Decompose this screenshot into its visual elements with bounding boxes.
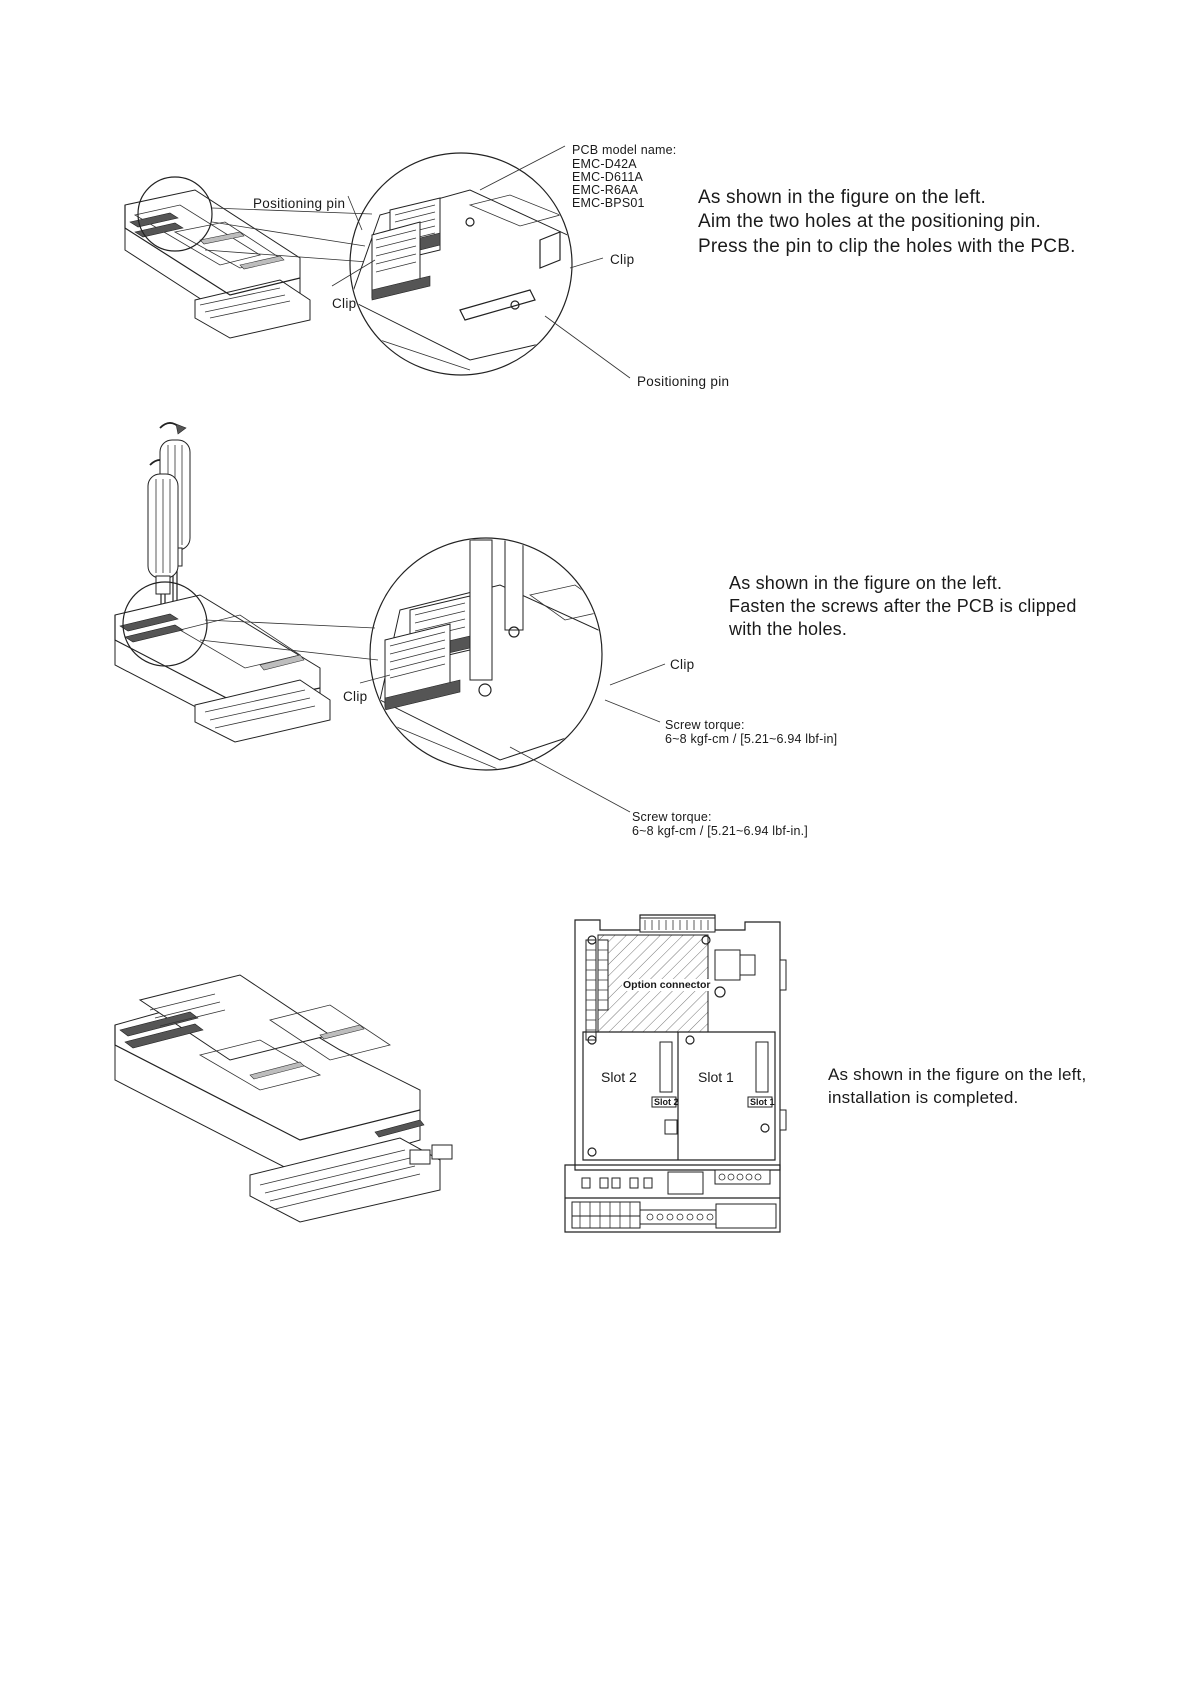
torque-inner-title: Screw torque: [665, 718, 745, 732]
screwdriver-icon-2 [147, 473, 179, 640]
torque-outer-title: Screw torque: [632, 810, 712, 824]
section2-label-clip-left: Clip [343, 689, 368, 704]
section3-instruction-2: installation is completed. [828, 1088, 1019, 1107]
section1-instruction-1: As shown in the figure on the left. [698, 187, 986, 208]
slot2-label: Slot 2 [601, 1069, 637, 1085]
section1-instruction-3: Press the pin to clip the holes with the… [698, 236, 1076, 257]
section3-instruction-1: As shown in the figure on the left, [828, 1065, 1087, 1084]
section2-instruction-3: with the holes. [729, 619, 848, 639]
section1-small-board [124, 176, 311, 339]
section1-magnified-circle [349, 152, 573, 376]
torque-inner-value: 6~8 kgf-cm / [5.21~6.94 lbf-in] [665, 732, 838, 746]
section2-small-board [114, 581, 331, 743]
section2-magnified-circle [369, 537, 603, 771]
section1-instruction-2: Aim the two holes at the positioning pin… [698, 211, 1042, 232]
torque-outer-value: 6~8 kgf-cm / [5.21~6.94 lbf-in.] [632, 824, 808, 838]
pcb-model-3: EMC-R6AA [572, 183, 639, 197]
section3-isometric-board [114, 974, 453, 1223]
label-clip-left: Clip [332, 296, 357, 311]
pcb-model-1: EMC-D42A [572, 157, 637, 171]
label-clip-right: Clip [610, 252, 635, 267]
slot1-tag: Slot 1 [750, 1097, 775, 1107]
label-positioning-pin-bottom: Positioning pin [637, 374, 730, 389]
pcb-model-2: EMC-D611A [572, 170, 644, 184]
section2-label-clip-right: Clip [670, 657, 695, 672]
pcb-model-4: EMC-BPS01 [572, 196, 645, 210]
section2-instruction-1: As shown in the figure on the left. [729, 573, 1003, 593]
slot2-tag: Slot 2 [654, 1097, 679, 1107]
section3-top-view [564, 914, 787, 1233]
option-connector-label: Option connector [622, 979, 712, 991]
slot1-label: Slot 1 [698, 1069, 734, 1085]
section2-instruction-2: Fasten the screws after the PCB is clipp… [729, 596, 1077, 616]
label-positioning-pin-left: Positioning pin [253, 196, 346, 211]
pcb-model-title: PCB model name: [572, 143, 677, 157]
